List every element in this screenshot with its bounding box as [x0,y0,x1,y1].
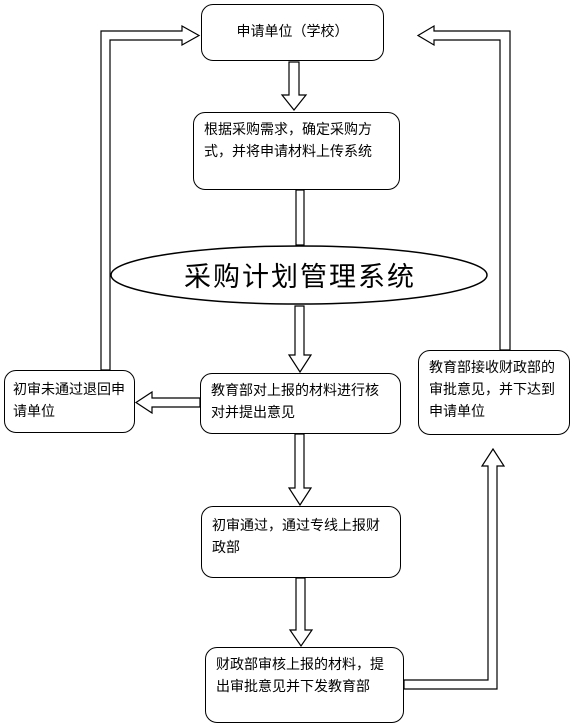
reject-label: 初审未通过退回申请单位 [13,382,125,420]
connector-determine-system [295,189,305,246]
system-ellipse [110,245,488,305]
edu-receive-label: 教育部接收财政部的审批意见，并下达到申请单位 [429,360,555,420]
finance-review-box: 财政部审核上报的材料，提出审批意见并下发教育部 [205,647,404,723]
determine-method-label: 根据采购需求，确定采购方式，并将申请材料上传系统 [204,122,372,160]
applicant-box: 申请单位（学校） [201,4,384,61]
pass-initial-label: 初审通过，通过专线上报财政部 [212,518,380,556]
edu-review-label: 教育部对上报的材料进行核对并提出意见 [211,383,379,421]
edu-review-box: 教育部对上报的材料进行核对并提出意见 [200,373,401,434]
arrow-down-applicant [280,61,308,111]
edu-receive-box: 教育部接收财政部的审批意见，并下达到申请单位 [418,350,570,435]
pass-initial-box: 初审通过，通过专线上报财政部 [201,506,401,578]
arrow-loop-receive-to-applicant [416,24,511,351]
arrow-loop-finance-to-receive [403,447,506,690]
arrow-down-pass [287,433,313,507]
finance-review-label: 财政部审核上报的材料，提出审批意见并下发教育部 [216,657,384,695]
determine-method-box: 根据采购需求，确定采购方式，并将申请材料上传系统 [193,112,400,190]
arrow-down-system [287,305,313,374]
arrow-left-reject [134,390,201,415]
arrow-down-finance [288,577,314,648]
system-label: 采购计划管理系统 [184,261,416,293]
arrow-loop-reject-to-applicant [100,24,201,371]
applicant-label: 申请单位（学校） [236,24,349,40]
reject-box: 初审未通过退回申请单位 [4,370,135,433]
